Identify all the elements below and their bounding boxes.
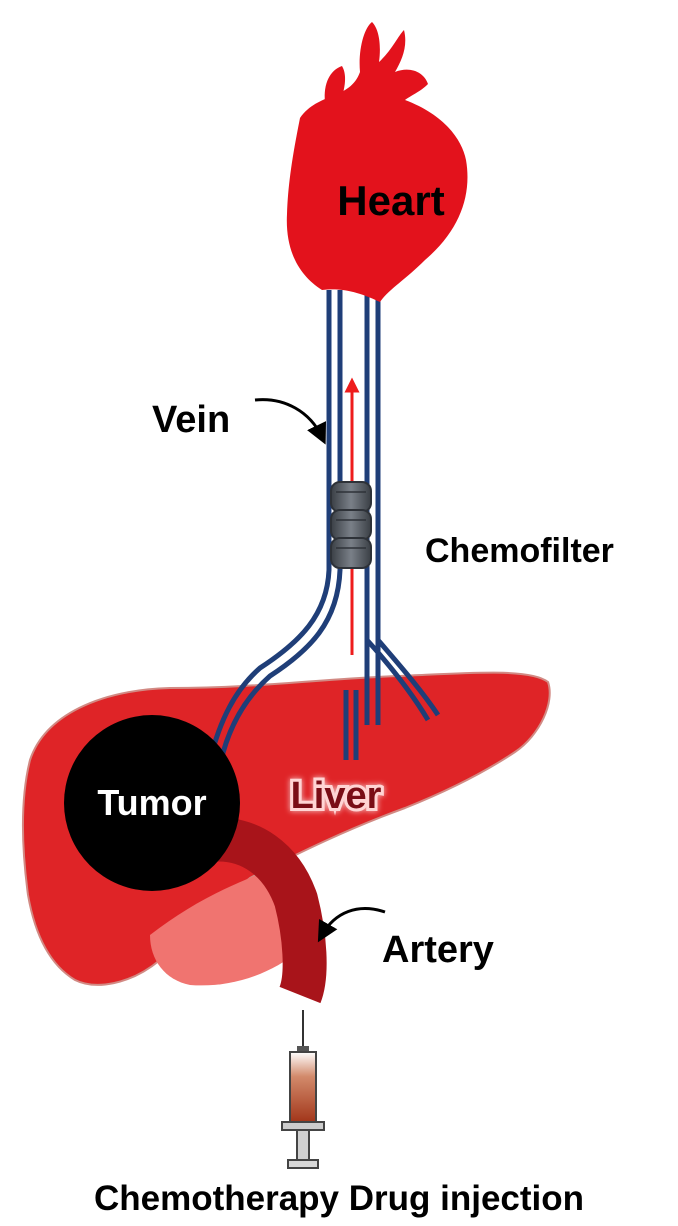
syringe-icon bbox=[282, 1010, 324, 1168]
heart-shape bbox=[287, 22, 468, 302]
syringe-plunger bbox=[297, 1130, 309, 1160]
liver-label: Liver bbox=[291, 775, 382, 817]
artery-pointer-arrow bbox=[322, 909, 385, 935]
filter-disc-bottom bbox=[331, 538, 371, 568]
filter-disc-top bbox=[331, 482, 371, 512]
syringe-flange bbox=[282, 1122, 324, 1130]
syringe-plunger-cap bbox=[288, 1160, 318, 1168]
heart-organ-icon bbox=[287, 22, 468, 302]
artery-label: Artery bbox=[382, 929, 494, 971]
filter-disc-middle bbox=[331, 510, 371, 540]
vein-pointer-arrow bbox=[255, 400, 322, 437]
filter-cartridge-icon bbox=[331, 482, 371, 568]
syringe-barrel bbox=[290, 1052, 316, 1122]
caption-label: Chemotherapy Drug injection bbox=[94, 1179, 584, 1218]
heart-label: Heart bbox=[337, 177, 444, 224]
tumor-label: Tumor bbox=[97, 782, 206, 823]
chemofilter-label: Chemofilter bbox=[425, 532, 614, 570]
vein-label: Vein bbox=[152, 399, 230, 441]
